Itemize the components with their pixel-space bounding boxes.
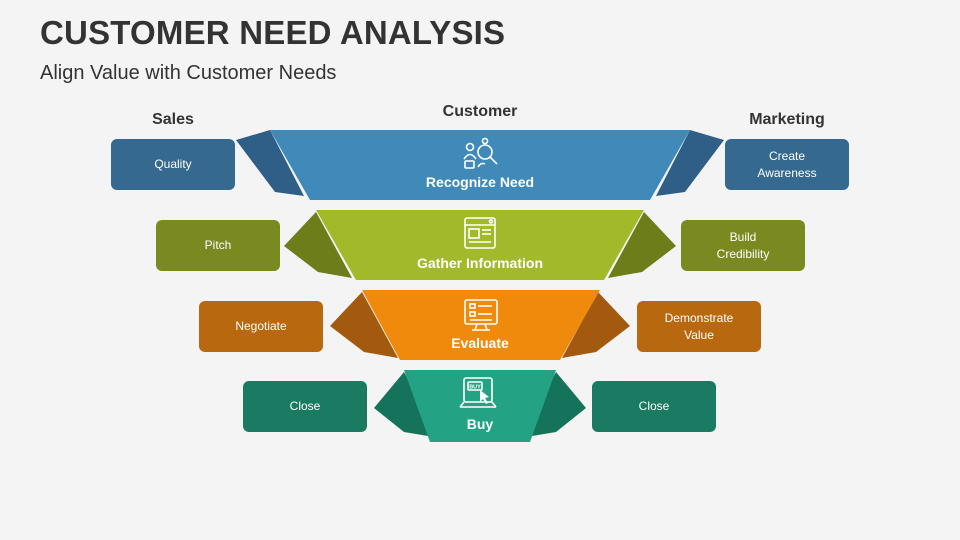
sales-box-negotiate: Negotiate	[199, 301, 323, 352]
buy-button-laptop-icon: BUY	[459, 377, 497, 408]
marketing-box-create-awareness: Create Awareness	[725, 139, 849, 190]
funnel-wing-right-3	[562, 292, 630, 358]
sales-box-close: Close	[243, 381, 367, 432]
stage-label-evaluate: Evaluate	[451, 335, 509, 351]
stage-label-buy: Buy	[466, 416, 494, 432]
funnel-band-evaluate	[362, 290, 600, 360]
stage-label-gather-information: Gather Information	[416, 255, 543, 271]
column-header-sales: Sales	[152, 111, 194, 128]
checklist-monitor-icon	[464, 299, 498, 331]
magnifier-person-icon	[463, 137, 498, 169]
funnel-wing-left-3	[330, 292, 398, 358]
column-header-customer: Customer	[442, 103, 518, 120]
funnel-stage-buy	[374, 370, 586, 442]
funnel-wing-left-1	[236, 130, 304, 196]
website-form-icon	[464, 217, 496, 249]
funnel-wing-left-2	[284, 212, 352, 278]
funnel-stage-gather-information	[284, 210, 676, 280]
funnel-wing-right-1	[656, 130, 724, 196]
funnel-stage-evaluate	[330, 290, 630, 360]
funnel-band-buy	[404, 370, 556, 442]
stage-label-recognize-need: Recognize Need	[425, 174, 535, 190]
marketing-box-demonstrate-value: Demonstrate Value	[637, 301, 761, 352]
marketing-box-build-credibility: Build Credibility	[681, 220, 805, 271]
page-subtitle: Align Value with Customer Needs	[40, 62, 337, 84]
column-header-marketing: Marketing	[749, 111, 825, 128]
sales-box-quality: Quality	[111, 139, 235, 190]
svg-text:BUY: BUY	[469, 385, 481, 391]
funnel-band-gather-information	[316, 210, 644, 280]
funnel-wing-right-2	[608, 212, 676, 278]
marketing-box-close: Close	[592, 381, 716, 432]
page-title: CUSTOMER NEED ANALYSIS	[40, 14, 506, 51]
sales-box-pitch: Pitch	[156, 220, 280, 271]
